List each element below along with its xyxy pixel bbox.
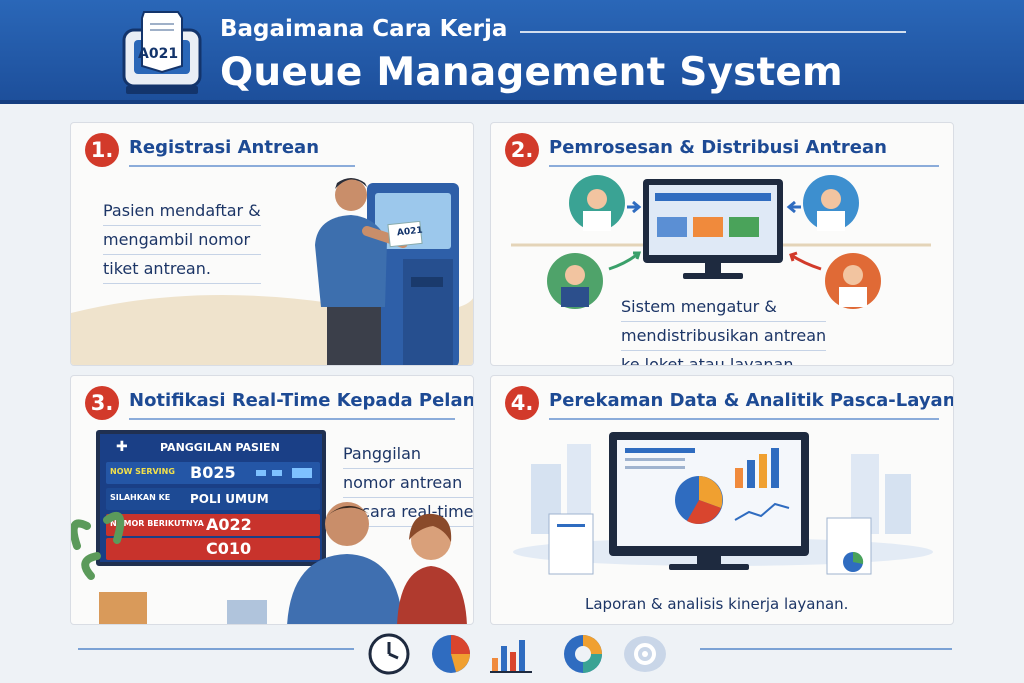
step-4-description: Laporan & analisis kinerja layanan.	[585, 595, 849, 613]
step-4-title: Perekaman Data & Analitik Pasca-Layanan	[549, 390, 954, 411]
footer-line-right	[700, 648, 952, 650]
board-title-bar: ✚ PANGGILAN PASIEN	[106, 438, 316, 458]
step-3-title: Notifikasi Real-Time Kepada Pelanggan	[129, 390, 473, 411]
analytics-illustration	[513, 432, 933, 575]
next-row-1: NOMOR BERIKUTNYA A022	[106, 514, 320, 536]
clock-icon	[368, 633, 410, 675]
queue-distribution-illustration	[511, 175, 931, 309]
step-1-description: Pasien mendaftar & mengambil nomor tiket…	[103, 197, 261, 284]
step-1-number: 1.	[85, 133, 119, 167]
step-1-underline	[129, 165, 355, 167]
queue-display-board: ✚ PANGGILAN PASIEN NOW SERVING B025 SILA…	[96, 430, 326, 566]
step-4-panel: 4. Perekaman Data & Analitik Pasca-Layan…	[490, 375, 954, 625]
settings-gear-icon	[624, 636, 666, 672]
next-row-2: C010	[106, 538, 320, 560]
counter-value: POLI UMUM	[190, 492, 269, 506]
now-serving-number: B025	[190, 463, 236, 482]
next-number-1: A022	[206, 515, 252, 534]
step-2-title: Pemrosesan & Distribusi Antrean	[549, 137, 887, 158]
header-subtitle: Bagaimana Cara Kerja	[220, 16, 508, 42]
kiosk-ticket-number: A021	[138, 46, 179, 62]
donut-chart-icon	[564, 635, 602, 673]
indicator-dot	[272, 470, 282, 476]
board-title: PANGGILAN PASIEN	[160, 441, 280, 454]
header-banner: A021 Bagaimana Cara Kerja Queue Manageme…	[0, 0, 1024, 104]
waiting-patients-illustration	[71, 502, 467, 624]
step-1-panel: 1. Registrasi Antrean Pasien mendaftar &…	[70, 122, 474, 366]
indicator-dot	[256, 470, 266, 476]
counter-label: SILAHKAN KE	[110, 493, 171, 502]
now-serving-row: NOW SERVING B025	[106, 462, 320, 484]
now-serving-label: NOW SERVING	[110, 467, 175, 476]
step-3-panel: 3. Notifikasi Real-Time Kepada Pelanggan…	[70, 375, 474, 625]
step-2-underline	[549, 165, 939, 167]
header-divider	[520, 31, 906, 33]
indicator-bar	[292, 468, 312, 478]
step-4-underline	[549, 418, 939, 420]
pie-chart-icon	[432, 635, 470, 673]
counter-row: SILAHKAN KE POLI UMUM	[106, 488, 320, 510]
step-3-number: 3.	[85, 386, 119, 420]
step-2-panel: 2. Pemrosesan & Distribusi Antrean Siste…	[490, 122, 954, 366]
medical-cross-icon: ✚	[116, 439, 128, 455]
header-title: Queue Management System	[220, 50, 843, 95]
next-number-2: C010	[206, 539, 252, 558]
step-2-number: 2.	[505, 133, 539, 167]
step-3-description: Panggilan nomor antrean secara real-time…	[343, 440, 473, 527]
bar-chart-icon	[490, 640, 532, 673]
ticket-kiosk-icon	[122, 11, 202, 94]
step-3-underline	[129, 418, 455, 420]
step-1-title: Registrasi Antrean	[129, 137, 320, 158]
step-2-description: Sistem mengatur & mendistribusikan antre…	[621, 293, 827, 365]
kiosk-user-illustration	[315, 178, 459, 365]
next-label: NOMOR BERIKUTNYA	[110, 519, 204, 528]
footer-line-left	[78, 648, 354, 650]
step-4-number: 4.	[505, 386, 539, 420]
